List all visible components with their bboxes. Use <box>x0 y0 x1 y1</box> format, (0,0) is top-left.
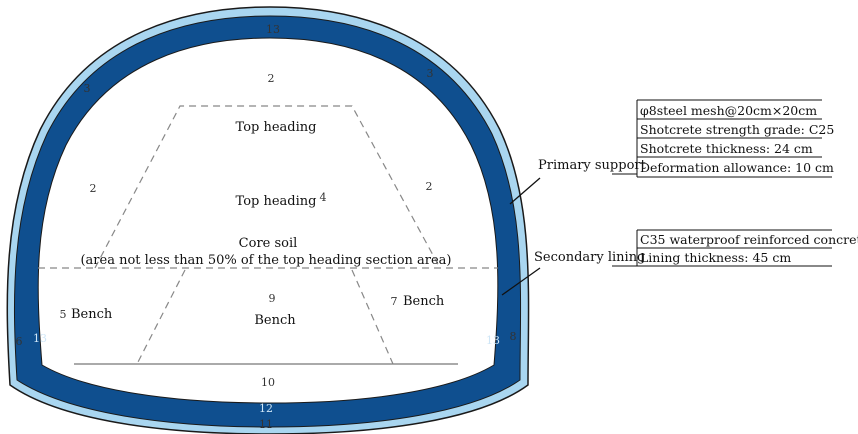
left-bench-label: Bench <box>71 307 113 322</box>
secondary-lining-label: Secondary lining <box>534 250 645 265</box>
secondary-lining-leader <box>501 267 541 296</box>
number-4: 4 <box>320 191 327 204</box>
number-10: 10 <box>261 376 275 389</box>
secondary-lining-spec-1: C35 waterproof reinforced concrete <box>640 232 858 247</box>
number-9: 9 <box>269 292 276 305</box>
number-2-top: 2 <box>268 72 275 85</box>
number-13-top: 13 <box>266 23 280 36</box>
number-13-right: 13 <box>486 334 500 347</box>
top-heading-trapezoid <box>94 105 441 269</box>
core-right-slope <box>351 269 394 365</box>
number-12: 12 <box>259 402 273 415</box>
number-8: 8 <box>510 330 517 343</box>
center-bench-label: Bench <box>254 313 296 328</box>
secondary-lining-spec-table <box>612 229 832 267</box>
right-bench-label: Bench <box>403 294 445 309</box>
primary-support-spec-1: φ8steel mesh@20cm×20cm <box>640 103 817 118</box>
primary-support-spec-3: Shotcrete thickness: 24 cm <box>640 141 813 156</box>
core-soil-note: (area not less than 50% of the top headi… <box>80 253 451 268</box>
excavation-dashed-lines <box>38 105 498 365</box>
number-13-left: 13 <box>33 332 47 345</box>
number-3-right: 3 <box>427 67 434 80</box>
core-soil-label: Core soil <box>239 236 298 251</box>
number-2-left: 2 <box>90 182 97 195</box>
excavation-interior <box>37 37 499 404</box>
core-left-slope <box>136 269 186 365</box>
number-6: 6 <box>16 335 23 348</box>
top-heading-label-lower: Top heading <box>236 194 317 209</box>
primary-support-spec-2: Shotcrete strength grade: C25 <box>640 122 834 137</box>
number-7: 7 <box>391 295 398 308</box>
primary-support-spec-table <box>612 99 832 178</box>
number-2-right: 2 <box>426 180 433 193</box>
primary-support-label: Primary support <box>538 158 647 173</box>
primary-support-spec-4: Deformation allowance: 10 cm <box>640 160 834 175</box>
number-3-left: 3 <box>84 82 91 95</box>
number-11: 11 <box>259 418 273 431</box>
secondary-lining-spec-2: Lining thickness: 45 cm <box>640 250 791 265</box>
top-heading-label-upper: Top heading <box>236 120 317 135</box>
primary-support-leader <box>509 177 541 205</box>
number-5: 5 <box>60 308 67 321</box>
